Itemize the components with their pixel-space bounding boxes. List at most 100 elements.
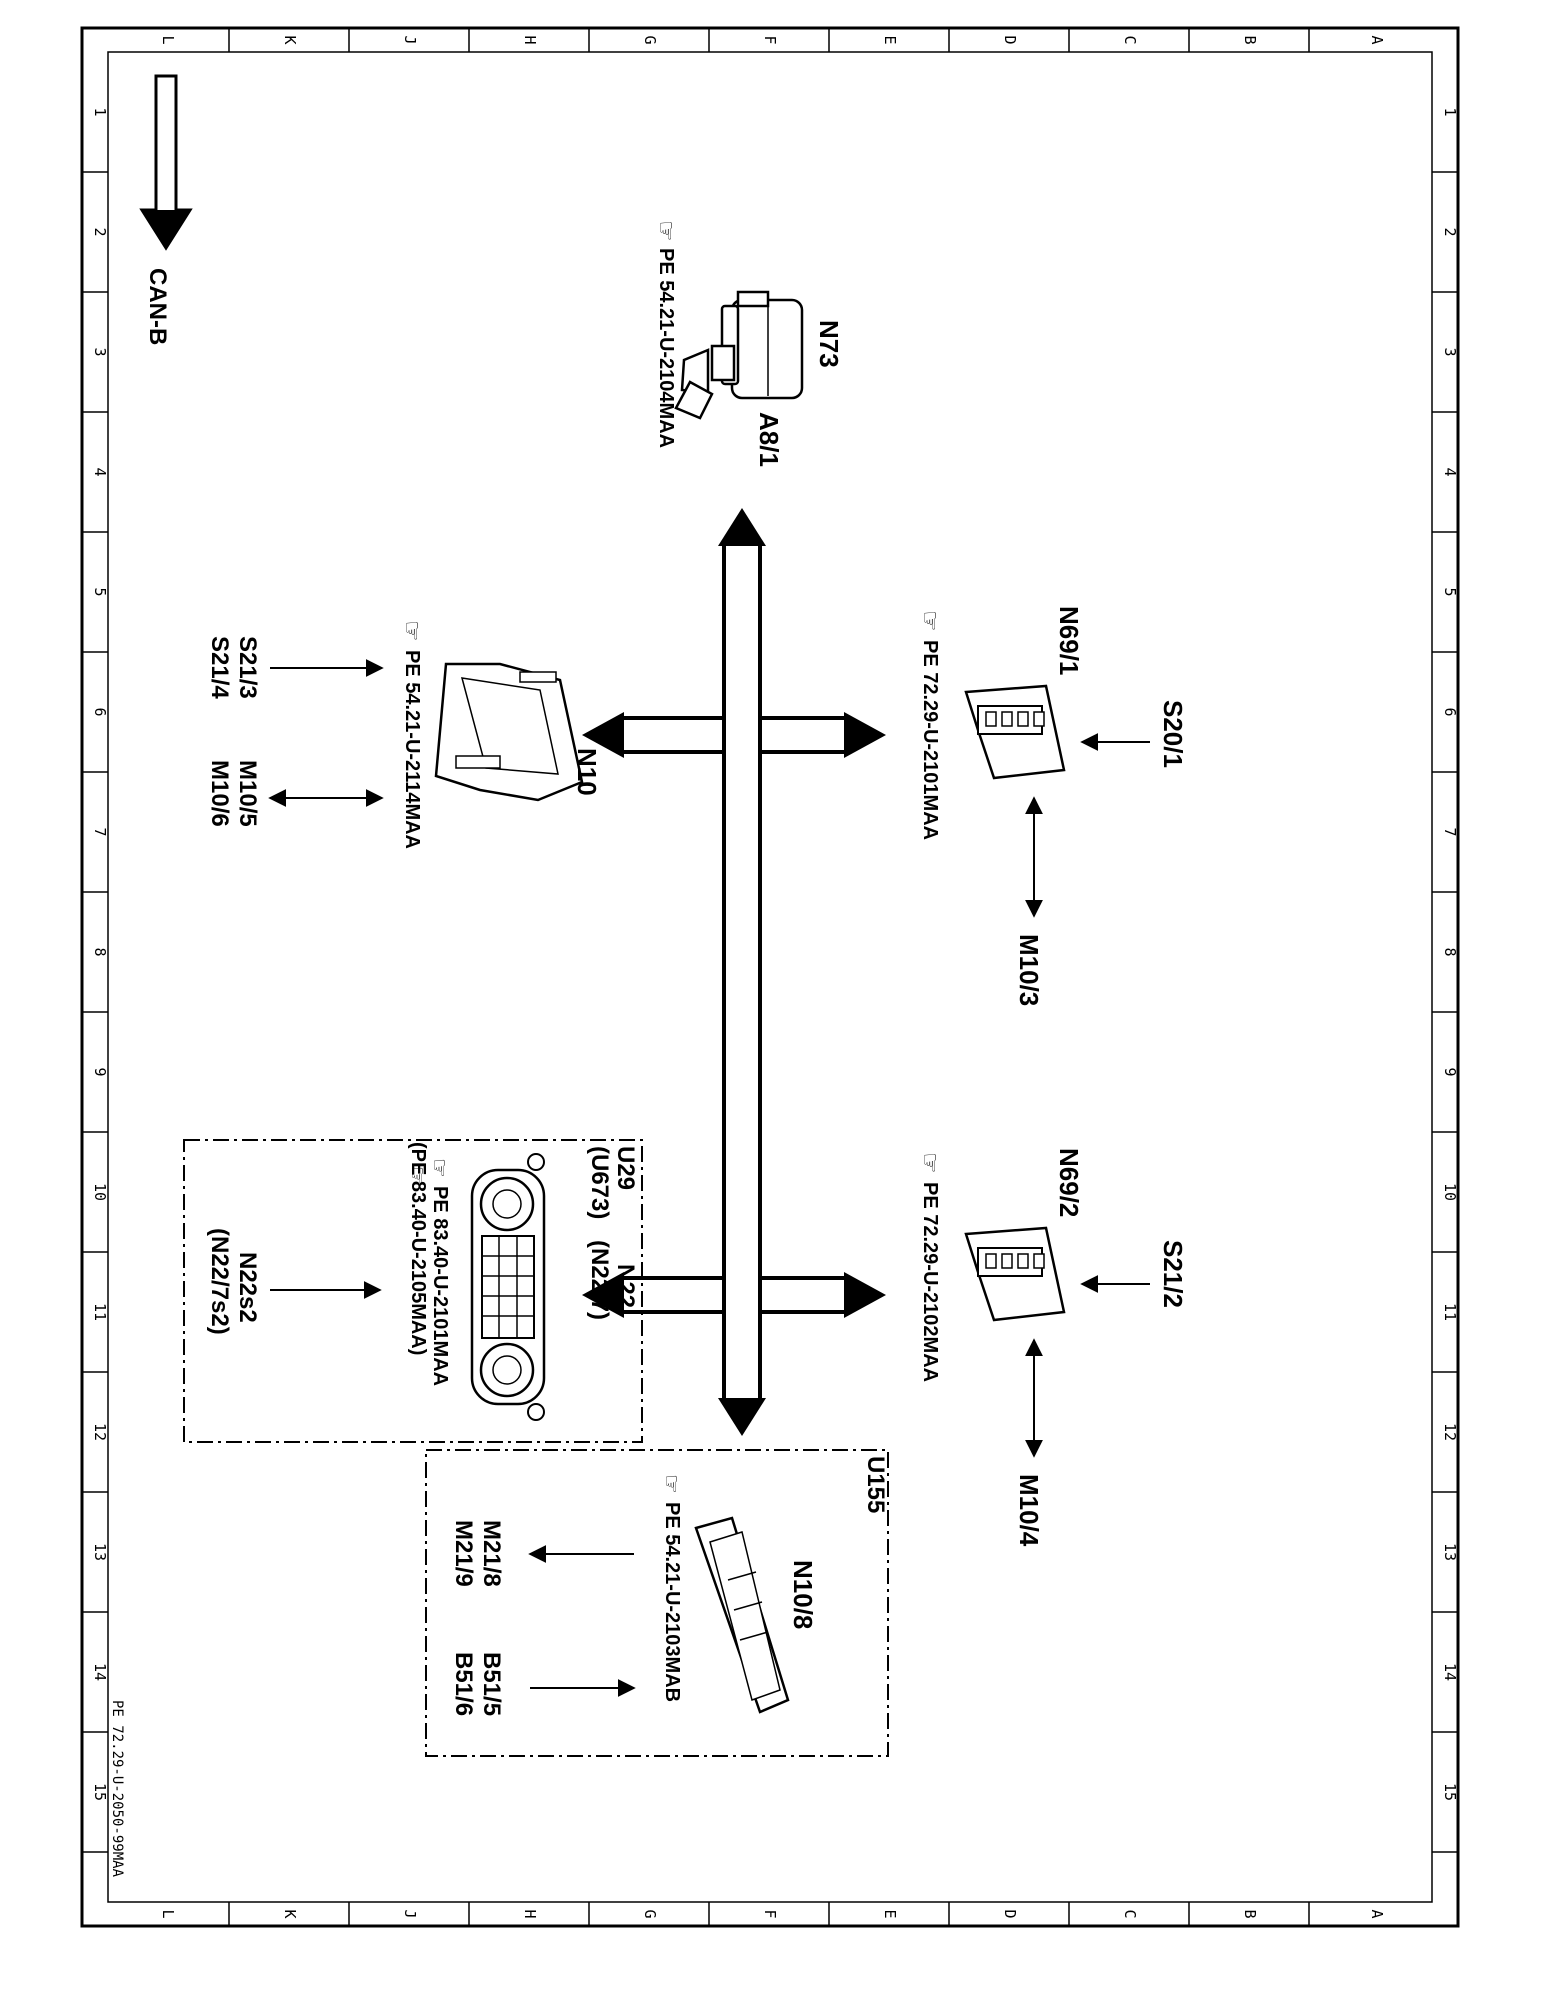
ignition-switch-icon: [674, 290, 804, 420]
u29-ref-2: ☞ (PE 83.40-U-2105MAA): [404, 1142, 429, 1355]
n69-1-door-module: N69/1 ☞ PE 72.29-U-2101MAA S20/1 M10/3: [916, 606, 1188, 1006]
u29-group: U29 (U673) N22 (N22/7) ☞ PE 83.40-U-2101…: [183, 1139, 643, 1443]
grid-number-left: 2: [91, 227, 109, 236]
n73-ref-text: PE 54.21-U-2104MAA: [655, 248, 677, 448]
grid-letter-bottom: E: [881, 1909, 899, 1918]
grid-letter-bottom: J: [401, 1909, 419, 1918]
grid-letter-top: G: [641, 35, 659, 44]
m10-6-label: M10/6: [206, 760, 233, 827]
grid-number-right: 4: [1441, 467, 1459, 476]
grid-number-left: 12: [91, 1423, 109, 1441]
can-b-legend: CAN-B: [139, 74, 193, 345]
m10-3-label: M10/3: [1014, 934, 1044, 1006]
grid-letter-top: E: [881, 35, 899, 44]
hand-pointer-icon: ☞: [652, 220, 680, 242]
n22s2-label: N22s2: [234, 1252, 261, 1323]
m10-4-label: M10/4: [1014, 1474, 1044, 1547]
grid-number-left: 11: [91, 1303, 109, 1321]
n69-2-label: N69/2: [1054, 1148, 1084, 1217]
n10-control-unit: N10 ☞ PE 54.21-U-2114MAA S21/3 S21/4 M10…: [206, 620, 602, 849]
grid-letter-bottom: G: [641, 1909, 659, 1918]
grid-number-left: 10: [91, 1183, 109, 1201]
s21-2-label: S21/2: [1158, 1240, 1188, 1308]
grid-number-right: 8: [1441, 947, 1459, 956]
drawing-number: PE 72.29-U-2050-99MAA: [109, 1700, 125, 1878]
grid-number-left: 13: [91, 1543, 109, 1561]
n69-2-ref-text: PE 72.29-U-2102MAA: [919, 1182, 941, 1382]
u29-dashed-box: [183, 1139, 643, 1443]
drawing-frame: [80, 26, 1460, 1928]
grid-number-right: 14: [1441, 1663, 1459, 1681]
grid-letter-bottom: C: [1121, 1909, 1139, 1918]
n73-ref: ☞ PE 54.21-U-2104MAA: [652, 220, 680, 448]
grid-number-left: 6: [91, 707, 109, 716]
u155-ref: ☞ PE 54.21-U-2103MAB: [658, 1474, 683, 1702]
u29-ref2-text: (PE 83.40-U-2105MAA): [407, 1142, 429, 1355]
grid-number-left: 8: [91, 947, 109, 956]
n73-ignition-switch: N73 A8/1 ☞ PE 54.21-U-2104MAA: [652, 220, 844, 467]
n22-7-label: (N22/7): [586, 1240, 613, 1320]
grid-letter-bottom: A: [1368, 1909, 1386, 1918]
hand-pointer-icon: ☞: [658, 1474, 683, 1494]
grid-number-left: 5: [91, 587, 109, 596]
b51-6-label: B51/6: [450, 1652, 477, 1716]
grid-letter-top: L: [159, 35, 177, 44]
n10-ref: ☞ PE 54.21-U-2114MAA: [398, 620, 426, 849]
grid-number-left: 15: [91, 1783, 109, 1801]
a8-1-label: A8/1: [754, 412, 784, 467]
grid-letter-top: K: [281, 35, 299, 44]
grid-letter-top: D: [1001, 35, 1019, 44]
u155-label: U155: [862, 1456, 889, 1513]
can-b-bus: [582, 508, 886, 1436]
u155-dashed-box: [425, 1449, 889, 1757]
door-module-icon: [964, 1226, 1066, 1322]
n22-label: N22: [612, 1264, 639, 1308]
m21-9-label: M21/9: [450, 1520, 477, 1587]
grid-number-left: 7: [91, 827, 109, 836]
grid-number-left: 14: [91, 1663, 109, 1681]
grid-letter-bottom: D: [1001, 1909, 1019, 1918]
n10-label: N10: [572, 748, 602, 796]
m10-5-label: M10/5: [234, 760, 261, 827]
control-module-icon: [694, 1516, 790, 1714]
s21-3-label: S21/3: [234, 636, 261, 699]
grid-number-right: 1: [1441, 107, 1459, 116]
grid-letter-top: B: [1241, 35, 1259, 44]
grid-letter-top: H: [521, 35, 539, 44]
grid-number-right: 10: [1441, 1183, 1459, 1201]
u155-group: U155 N10/8 ☞ PE 54.21-U-2103MAB M21/8 M2…: [425, 1449, 889, 1757]
grid-ticks: [82, 28, 1458, 1926]
grid-number-left: 3: [91, 347, 109, 356]
door-module-icon: [964, 684, 1066, 780]
hand-pointer-icon: ☞: [398, 620, 426, 642]
grid-letter-top: J: [401, 35, 419, 44]
grid-number-right: 12: [1441, 1423, 1459, 1441]
grid-number-right: 11: [1441, 1303, 1459, 1321]
u155-ref-text: PE 54.21-U-2103MAB: [661, 1502, 683, 1702]
grid-number-right: 3: [1441, 347, 1459, 356]
b51-5-label: B51/5: [478, 1652, 505, 1716]
u29-label: U29: [612, 1146, 639, 1190]
hand-pointer-icon: ☞: [916, 1152, 944, 1174]
u673-label: (U673): [586, 1146, 613, 1219]
n69-1-label: N69/1: [1054, 606, 1084, 675]
grid-letter-bottom: H: [521, 1909, 539, 1918]
hand-pointer-icon: ☞: [426, 1158, 451, 1178]
n10-ref-text: PE 54.21-U-2114MAA: [401, 650, 423, 849]
climate-control-panel-icon: [470, 1153, 546, 1421]
s21-4-label: S21/4: [206, 636, 233, 699]
grid-letter-top: F: [761, 35, 779, 44]
grid-number-left: 1: [91, 107, 109, 116]
grid-number-right: 5: [1441, 587, 1459, 596]
grid-number-right: 15: [1441, 1783, 1459, 1801]
m21-8-label: M21/8: [478, 1520, 505, 1587]
hand-pointer-icon: ☞: [916, 610, 944, 632]
grid-number-right: 13: [1441, 1543, 1459, 1561]
n69-2-door-module: N69/2 ☞ PE 72.29-U-2102MAA S21/2 M10/4: [916, 1148, 1188, 1547]
s20-1-label: S20/1: [1158, 700, 1188, 768]
n10-8-label: N10/8: [788, 1560, 818, 1629]
control-module-icon: [434, 662, 584, 802]
n69-1-ref-text: PE 72.29-U-2101MAA: [919, 640, 941, 840]
grid-number-right: 2: [1441, 227, 1459, 236]
